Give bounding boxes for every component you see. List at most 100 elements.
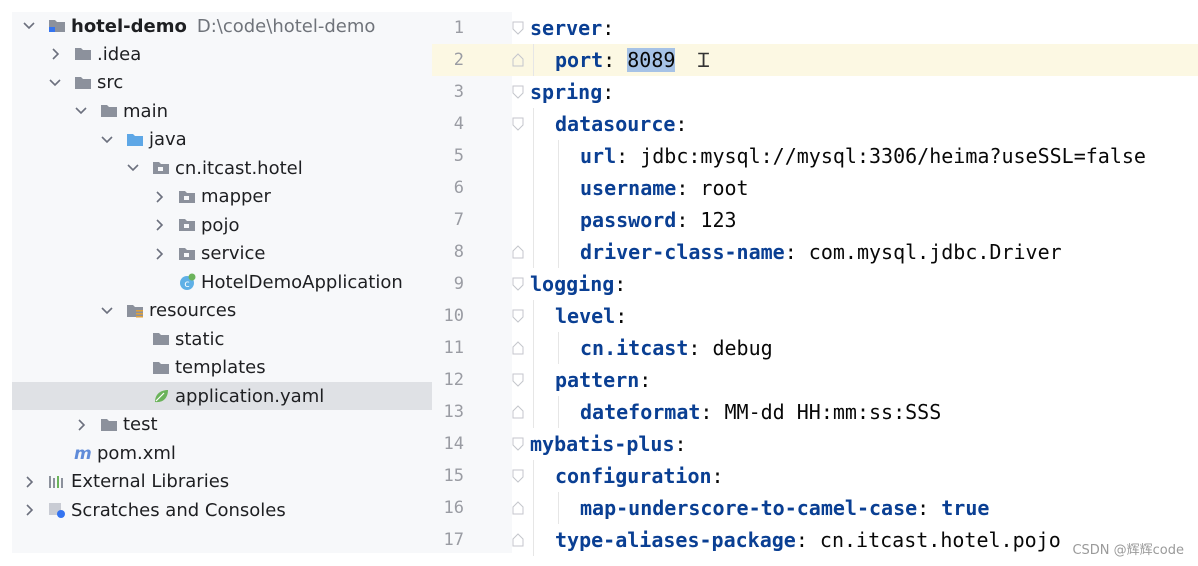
tree-item-label: src xyxy=(97,72,124,93)
code-line[interactable]: map-underscore-to-camel-case: true xyxy=(580,492,989,524)
chevron-right-icon[interactable] xyxy=(152,247,166,261)
indent-guide xyxy=(558,332,559,364)
line-number: 2 xyxy=(453,50,464,70)
yaml-value: root xyxy=(700,176,749,200)
module-folder-icon xyxy=(48,17,66,35)
code-line[interactable]: type-aliases-package: cn.itcast.hotel.po… xyxy=(555,524,1061,556)
chevron-right-icon[interactable] xyxy=(48,47,62,61)
chevron-down-icon[interactable] xyxy=(74,104,88,118)
code-line[interactable]: dateformat: MM-dd HH:mm:ss:SSS xyxy=(580,396,941,428)
code-line[interactable]: driver-class-name: com.mysql.jdbc.Driver xyxy=(580,236,1062,268)
chevron-down-icon[interactable] xyxy=(126,161,140,175)
code-line[interactable]: mybatis-plus: xyxy=(530,428,687,460)
package-icon xyxy=(152,159,170,177)
tree-item-label: .idea xyxy=(97,43,142,65)
yaml-value: MM-dd HH:mm:ss:SSS xyxy=(724,400,942,424)
fold-open-icon[interactable] xyxy=(511,469,525,483)
tree-item-label: cn.itcast.hotel xyxy=(175,157,303,179)
tree-item-mapper[interactable]: mapper xyxy=(12,183,432,211)
tree-item-pojo[interactable]: pojo xyxy=(12,211,432,239)
tree-item-cn-itcast-hotel[interactable]: cn.itcast.hotel xyxy=(12,154,432,182)
package-icon xyxy=(178,216,196,234)
fold-end-icon[interactable] xyxy=(511,245,525,259)
code-line[interactable]: password: 123 xyxy=(580,204,737,236)
chevron-down-icon[interactable] xyxy=(100,304,114,318)
tree-item-application-yaml[interactable]: application.yaml xyxy=(12,382,432,410)
fold-end-icon[interactable] xyxy=(511,53,525,67)
yaml-key: url xyxy=(580,144,617,168)
code-line[interactable]: cn.itcast: debug xyxy=(580,332,773,364)
line-number: 13 xyxy=(443,402,464,422)
indent-guide xyxy=(558,140,559,268)
yaml-separator: : xyxy=(639,368,652,392)
fold-end-icon[interactable] xyxy=(511,501,525,515)
chevron-right-icon[interactable] xyxy=(152,218,166,232)
fold-open-icon[interactable] xyxy=(511,309,525,323)
code-line[interactable]: level: xyxy=(555,300,627,332)
yaml-separator: : xyxy=(616,144,641,168)
code-line[interactable]: datasource: xyxy=(555,108,687,140)
line-number: 14 xyxy=(443,434,464,454)
fold-end-icon[interactable] xyxy=(511,405,525,419)
tree-item-templates[interactable]: templates xyxy=(12,354,432,382)
code-line[interactable]: pattern: xyxy=(555,364,651,396)
code-line[interactable]: configuration: xyxy=(555,460,724,492)
chevron-right-icon[interactable] xyxy=(22,475,36,489)
chevron-right-icon[interactable] xyxy=(152,190,166,204)
fold-open-icon[interactable] xyxy=(511,277,525,291)
tree-item-scratches-and-consoles[interactable]: Scratches and Consoles xyxy=(12,496,432,524)
watermark: CSDN @辉辉code xyxy=(1072,543,1184,558)
chevron-down-icon[interactable] xyxy=(100,133,114,147)
fold-end-icon[interactable] xyxy=(511,341,525,355)
yaml-value: 123 xyxy=(700,208,737,232)
tree-item-test[interactable]: test xyxy=(12,411,432,439)
tree-item-idea[interactable]: .idea xyxy=(12,40,432,68)
fold-open-icon[interactable] xyxy=(511,117,525,131)
chevron-down-icon[interactable] xyxy=(48,76,62,90)
yaml-separator: : xyxy=(615,304,628,328)
fold-end-icon[interactable] xyxy=(511,533,525,547)
tree-root-hotel-demo[interactable]: hotel-demo D:\code\hotel-demo xyxy=(12,12,432,40)
yaml-separator: : xyxy=(795,528,820,552)
scratches-icon xyxy=(48,501,66,519)
code-line[interactable]: spring: xyxy=(530,76,614,108)
yaml-key: driver-class-name xyxy=(580,240,785,264)
fold-open-icon[interactable] xyxy=(511,437,525,451)
yaml-key: server xyxy=(530,16,603,40)
yaml-separator: : xyxy=(688,336,713,360)
tree-item-external-libraries[interactable]: External Libraries xyxy=(12,468,432,496)
yaml-separator: : xyxy=(602,80,615,104)
folder-icon xyxy=(74,45,92,63)
indent-guide xyxy=(533,108,534,268)
yaml-key: level xyxy=(555,304,616,328)
indent-guide xyxy=(533,460,534,556)
fold-open-icon[interactable] xyxy=(511,21,525,35)
tree-item-service[interactable]: service xyxy=(12,240,432,268)
tree-item-label: service xyxy=(201,243,266,264)
tree-item-resources[interactable]: resources xyxy=(12,297,432,325)
tree-item-java[interactable]: java xyxy=(12,126,432,154)
tree-item-label: External Libraries xyxy=(71,471,230,492)
chevron-right-icon[interactable] xyxy=(74,418,88,432)
tree-item-static[interactable]: static xyxy=(12,325,432,353)
tree-item-src[interactable]: src xyxy=(12,69,432,97)
tree-item-label: test xyxy=(123,414,158,435)
yaml-key: configuration xyxy=(555,464,712,488)
fold-open-icon[interactable] xyxy=(511,85,525,99)
editor-gutter xyxy=(432,12,512,553)
tree-item-main[interactable]: main xyxy=(12,97,432,125)
code-line[interactable]: logging: xyxy=(530,268,626,300)
code-line[interactable]: server: xyxy=(530,12,614,44)
code-editor[interactable] xyxy=(512,12,1198,553)
fold-open-icon[interactable] xyxy=(511,373,525,387)
code-line[interactable]: port: 8089 xyxy=(555,44,676,76)
code-line[interactable]: username: root xyxy=(580,172,749,204)
yaml-key: cn.itcast xyxy=(580,336,689,360)
chevron-down-icon[interactable] xyxy=(22,19,36,33)
chevron-right-icon[interactable] xyxy=(22,503,36,517)
code-line[interactable]: url: jdbc:mysql://mysql:3306/heima?useSS… xyxy=(580,140,1146,172)
yaml-separator: : xyxy=(676,208,701,232)
yaml-separator: : xyxy=(675,112,688,136)
